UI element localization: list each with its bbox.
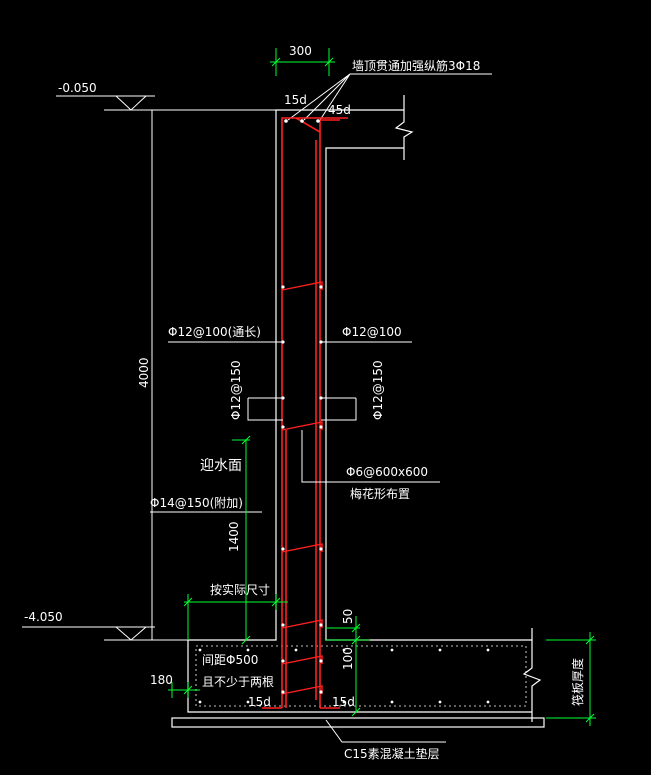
dim-180-label: 180 <box>150 673 173 687</box>
slab-thickness-label: 筏板厚度 <box>570 658 585 706</box>
added-bar-label: Φ14@150(附加) <box>150 496 243 510</box>
green-dimensions <box>168 435 596 726</box>
right-horizontal-label: Φ12@100 <box>342 325 402 339</box>
actual-size-label: 按实际尺寸 <box>210 582 270 597</box>
level-marker-top <box>56 95 276 111</box>
cushion-leader <box>325 719 446 743</box>
wall-left-face <box>188 109 404 641</box>
level-top-label: -0.050 <box>58 81 97 95</box>
concrete-outline <box>171 95 545 728</box>
dim-50-label: 50 <box>341 609 355 624</box>
left-horizontal-label: Φ12@100(通长) <box>168 325 261 339</box>
rebar-left-vertical <box>281 117 348 708</box>
spacing-note-1: 间距Φ500 <box>202 653 258 667</box>
top-width-label: 300 <box>289 44 312 58</box>
height-total-label: 4000 <box>137 357 151 388</box>
left-vertical-label: Φ12@150 <box>229 360 243 420</box>
added-length-label: 1400 <box>227 521 241 552</box>
top-rebar-leaders <box>287 73 492 121</box>
anchor-45d-top: 45d <box>328 103 351 117</box>
anchor-15d-left: 15d <box>248 695 271 709</box>
water-face-label: 迎水面 <box>200 458 242 474</box>
anchor-15d-top: 15d <box>284 93 307 107</box>
spacing-note-2: 且不少于两根 <box>202 675 274 689</box>
slab-rebar-mat <box>195 645 527 707</box>
tie-note: 梅花形布置 <box>350 486 410 501</box>
cushion-label: C15素混凝土垫层 <box>344 746 440 761</box>
rebar-right-hook-top <box>319 119 340 132</box>
wall-right-face <box>325 147 532 641</box>
tie-label: Φ6@600x600 <box>346 465 428 479</box>
dim-100-label: 100 <box>341 647 355 670</box>
annotation-leaders <box>150 341 440 513</box>
anchor-15d-right: 15d <box>332 695 355 709</box>
level-marker-bottom <box>22 626 188 641</box>
level-bottom-label: -4.050 <box>24 610 63 624</box>
top-rebar-note: 墙顶贯通加强纵筋3Φ18 <box>352 58 480 73</box>
right-vertical-label: Φ12@150 <box>371 360 385 420</box>
break-line-slab <box>522 628 542 722</box>
wall-rebar <box>262 117 348 709</box>
base-slab-outline <box>187 640 532 713</box>
break-line-top <box>394 95 414 160</box>
top-width-dimension <box>270 48 335 76</box>
cushion-layer <box>171 717 545 728</box>
